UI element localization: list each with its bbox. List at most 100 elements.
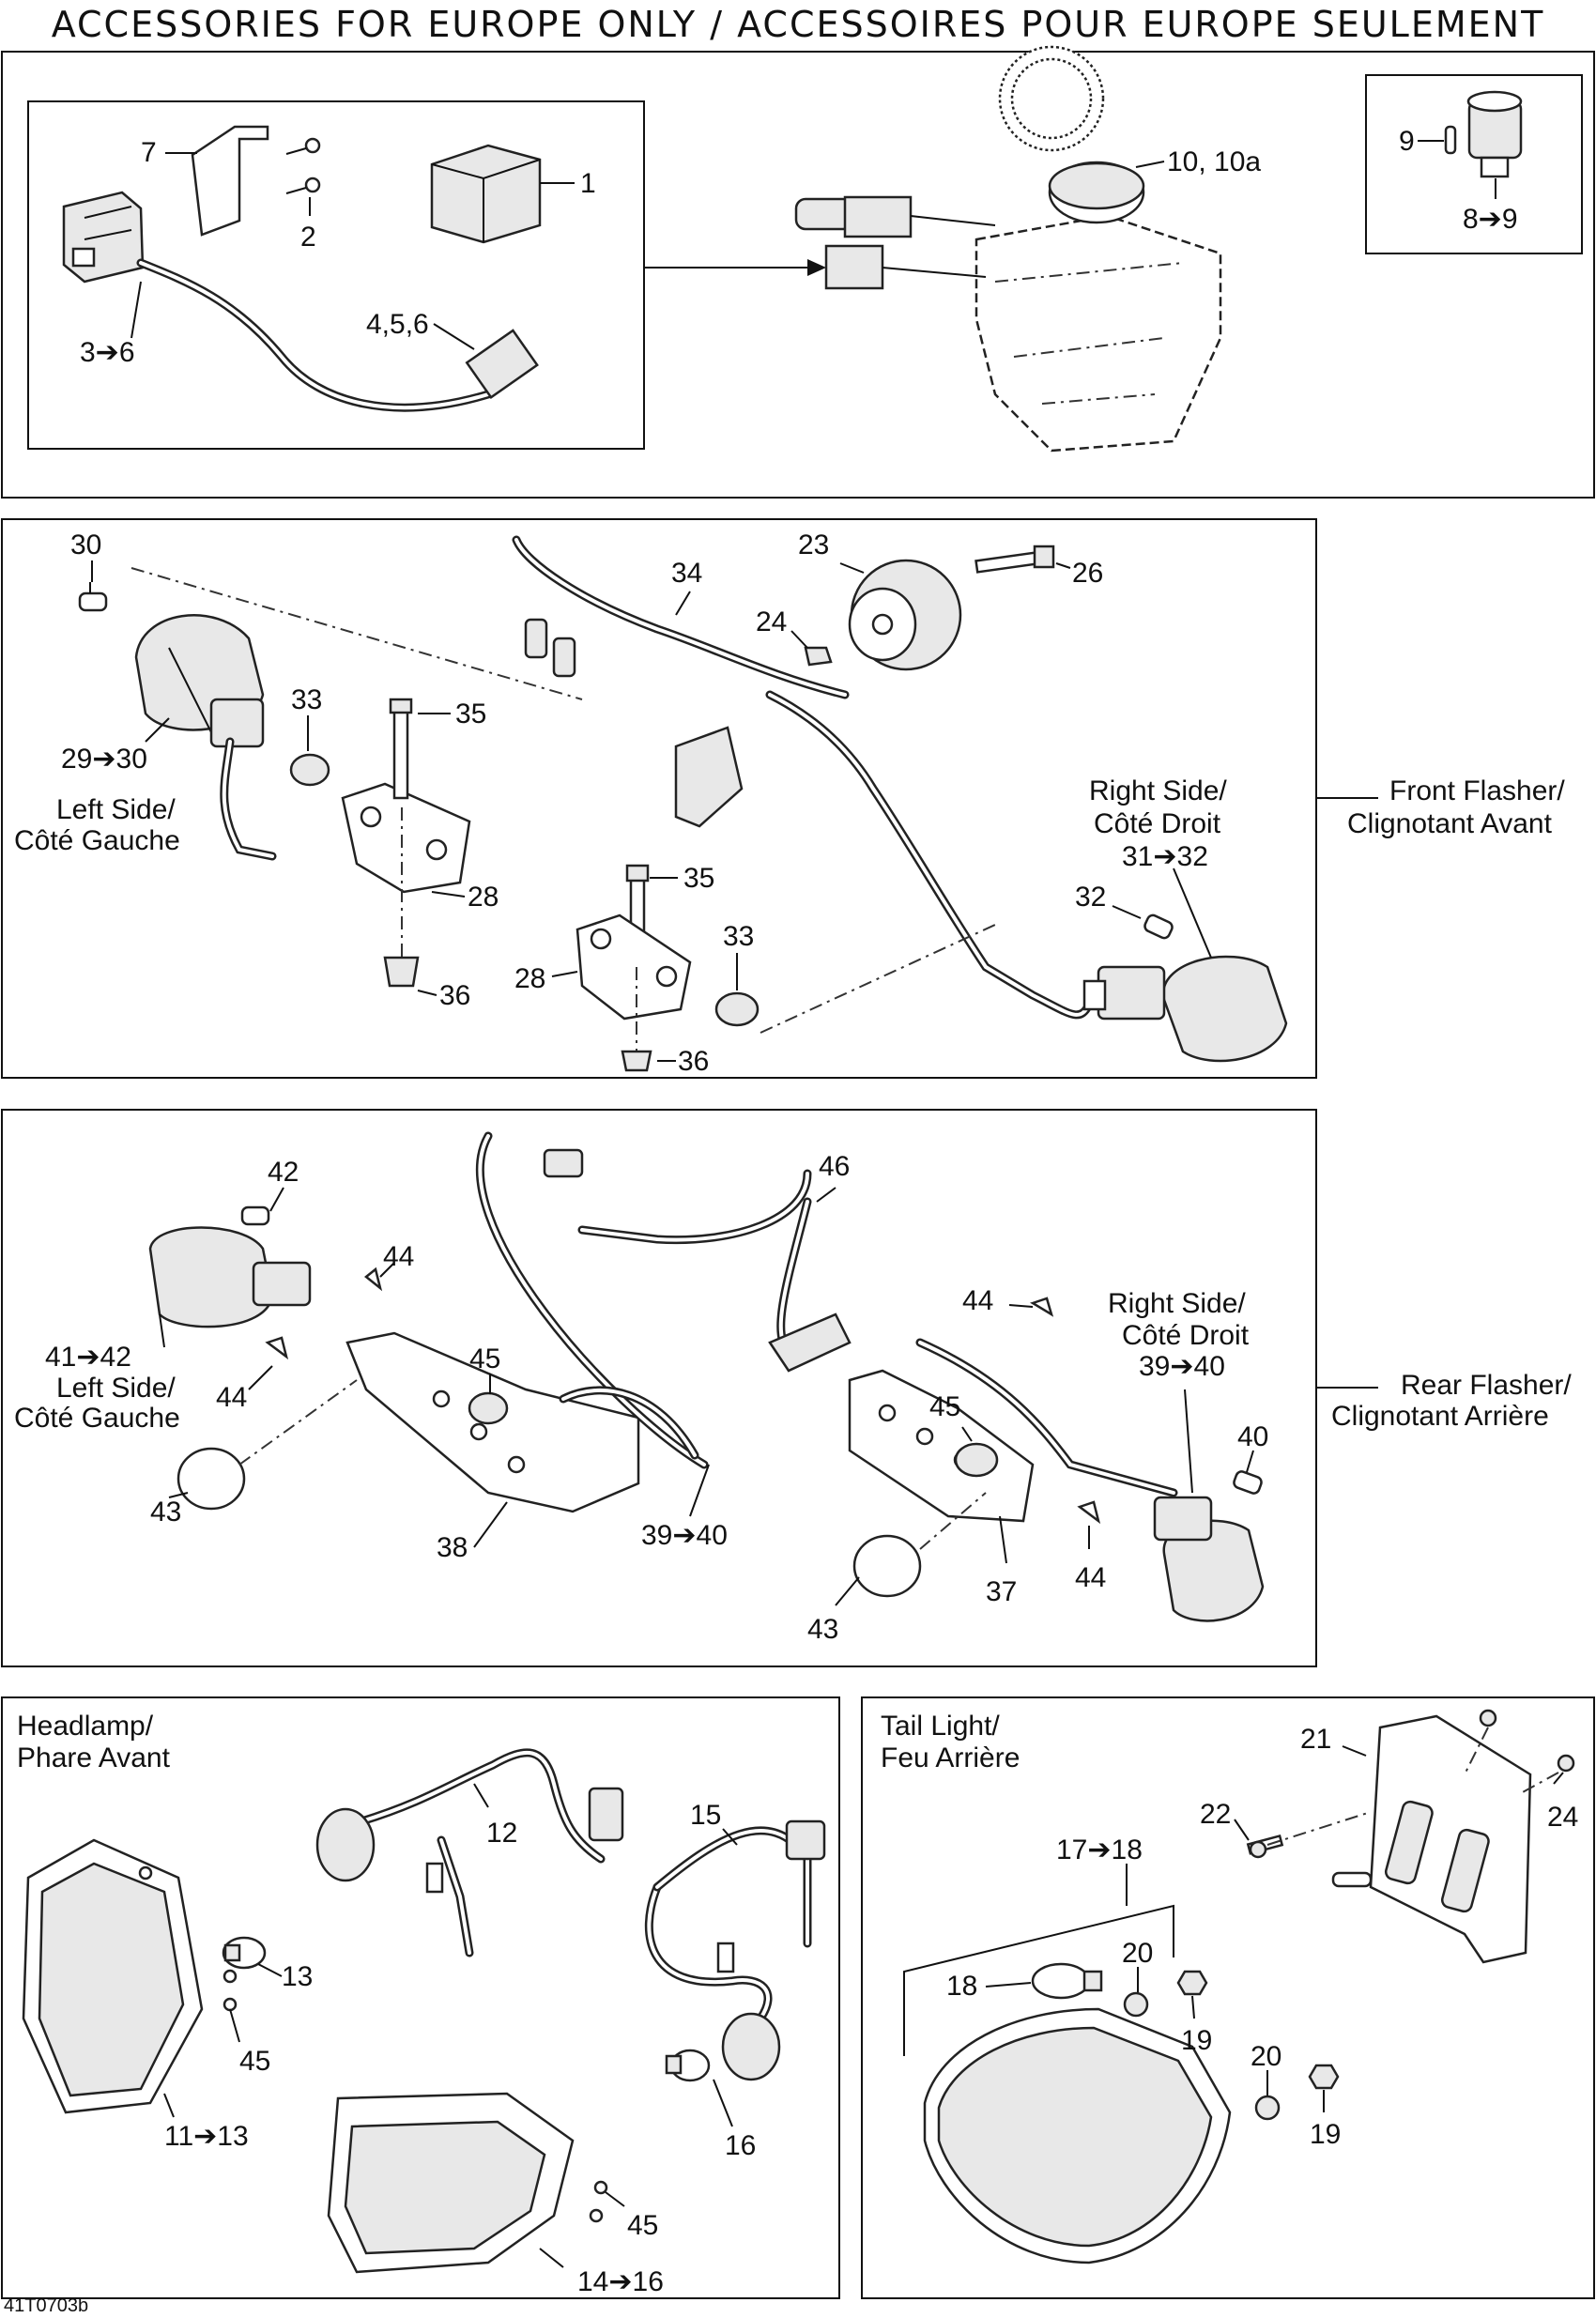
- harness-part-46: [577, 1169, 812, 1245]
- callout-15: 15: [690, 1800, 721, 1831]
- callout-33-left: 33: [291, 684, 322, 715]
- callout-44-top: 44: [383, 1241, 414, 1272]
- callout-33-right: 33: [723, 921, 754, 952]
- nut-part-24-tail-right: [1557, 1754, 1575, 1773]
- nut-part-24: [804, 646, 833, 667]
- callout-4-5-6: 4,5,6: [366, 309, 429, 340]
- nut-part-36-right: [621, 1050, 652, 1072]
- bulb-part-42: [240, 1205, 270, 1226]
- callout-8-9: 8➔9: [1463, 204, 1518, 235]
- callout-26: 26: [1072, 558, 1103, 589]
- rear-right-side-label: Right Side/: [1108, 1288, 1246, 1319]
- front-right-side-range: 31➔32: [1122, 841, 1208, 872]
- callout-24-tail: 24: [1547, 1802, 1578, 1833]
- front-left-side-label: Left Side/: [56, 794, 176, 825]
- callout-2: 2: [300, 222, 316, 253]
- nut-part-19: [1176, 1970, 1340, 2090]
- panel-4-leader-lines: [163, 1783, 738, 2268]
- right-flasher-wire: [765, 690, 1094, 1020]
- connector-part-12: [588, 1787, 624, 1842]
- clip-part-44-right: [1077, 1500, 1101, 1525]
- panel-3-rear-flasher: 42 44 44 45 43 38 39➔40 46 44 45 40 44 3…: [1, 1109, 1572, 1667]
- rear-left-side-label: Left Side/: [56, 1373, 176, 1404]
- headlamp-section-title-fr: Phare Avant: [17, 1742, 171, 1773]
- callout-18: 18: [946, 1971, 977, 2002]
- callout-37: 37: [986, 1576, 1017, 1607]
- screw-parts-45-right: [589, 2180, 608, 2223]
- callout-19-upper: 19: [1181, 2025, 1212, 2056]
- nut-part-24-tail-top: [1479, 1709, 1497, 1727]
- panel-1-leader-lines: [130, 140, 1496, 350]
- callout-19-lower: 19: [1310, 2119, 1341, 2150]
- rear-right-side-label-fr: Côté Droit: [1122, 1320, 1250, 1351]
- headlamp-section-title: Headlamp/: [17, 1711, 154, 1742]
- panel-1-arrow-head: [807, 259, 826, 276]
- headlamp-part-11: [22, 1838, 204, 2114]
- alignment-dash-left: [130, 567, 583, 700]
- callout-40: 40: [1237, 1421, 1268, 1452]
- bolt-part-22: [1246, 1834, 1284, 1859]
- callout-43-left: 43: [150, 1497, 181, 1527]
- panel-4-headlamp: Headlamp/ Phare Avant: [1, 1696, 840, 2299]
- callout-38: 38: [437, 1532, 468, 1563]
- rear-left-range: 41➔42: [45, 1342, 131, 1373]
- rear-flasher-section-title-fr: Clignotant Arrière: [1331, 1401, 1549, 1432]
- connector-part-4-5-6: [465, 329, 539, 399]
- harness-connector-46: [768, 1313, 852, 1373]
- socket-part-15: [721, 2012, 781, 2081]
- front-left-side-label-fr: Côté Gauche: [14, 825, 180, 856]
- callout-39-40-left: 39➔40: [641, 1520, 728, 1551]
- callout-35-right: 35: [683, 863, 714, 894]
- bolt-part-26: [974, 545, 1055, 574]
- left-flasher-wire: [220, 737, 277, 861]
- handlebar-assembly-illustration: [794, 45, 1222, 453]
- key-switch-part-8-9: [1444, 90, 1523, 178]
- panel-3-frame: [1, 1109, 1317, 1667]
- license-bracket-part-21: [1331, 1714, 1532, 1964]
- callout-22: 22: [1200, 1799, 1231, 1830]
- tail-lamp-kit-bracket-line: [903, 1904, 1174, 2056]
- callout-21: 21: [1300, 1724, 1331, 1755]
- bulb-socket-part-12: [425, 1862, 444, 1894]
- clip-part-44-top: [363, 1266, 383, 1292]
- clip-part-44-upper: [1030, 1297, 1054, 1317]
- callout-36-left: 36: [439, 980, 470, 1011]
- bulb-part-32: [1143, 913, 1174, 940]
- grommet-part-45-left: [468, 1391, 509, 1425]
- socket-part-12: [315, 1807, 376, 1882]
- panel-5-leader-lines: [985, 1745, 1564, 2112]
- bulb-part-40: [1233, 1470, 1263, 1495]
- tail-light-section-title-fr: Feu Arrière: [881, 1742, 1020, 1773]
- relay-part-1: [430, 144, 542, 244]
- callout-44-left: 44: [216, 1382, 247, 1413]
- front-right-side-label-fr: Côté Droit: [1094, 808, 1221, 839]
- callout-36-right: 36: [678, 1046, 709, 1077]
- panel-4-frame: [1, 1696, 840, 2299]
- grommet-part-45-right: [954, 1442, 999, 1478]
- callout-24-front: 24: [756, 606, 787, 637]
- callout-12: 12: [486, 1818, 517, 1849]
- callout-3-6: 3➔6: [80, 337, 135, 368]
- rear-right-side-range: 39➔40: [1139, 1351, 1225, 1382]
- callout-45-right: 45: [929, 1391, 960, 1422]
- callout-10-10a: 10, 10a: [1167, 146, 1261, 177]
- callout-7: 7: [141, 137, 157, 168]
- washer-part-20: [1123, 1991, 1281, 2121]
- panel-1-frame: [1, 51, 1595, 499]
- right-rear-flasher-part-39: [1153, 1496, 1265, 1622]
- headlamp-part-14: [327, 2092, 575, 2274]
- panel-1-europe-switch-kit: 7 2 1 3➔6 4,5,6 10, 10a 9 8➔9: [1, 45, 1595, 499]
- callout-29-30: 29➔30: [61, 744, 147, 775]
- left-rear-flasher-part-41: [148, 1226, 312, 1328]
- callout-16: 16: [725, 2130, 756, 2161]
- nut-part-36-left: [383, 956, 420, 988]
- grommet-part-33-right: [714, 991, 760, 1027]
- horn-part-23: [848, 559, 962, 671]
- bracket-part-7: [191, 125, 269, 237]
- bulb-part-18: [1031, 1962, 1103, 2000]
- panel-2-front-flasher: 30 29➔30 33 35 28 36 34 23 24 26 35 33 2…: [1, 518, 1565, 1079]
- figure-code: 41T0703b: [4, 2295, 88, 2316]
- left-flasher-part-29: [134, 614, 265, 748]
- callout-45-headlamp-left: 45: [239, 2046, 270, 2077]
